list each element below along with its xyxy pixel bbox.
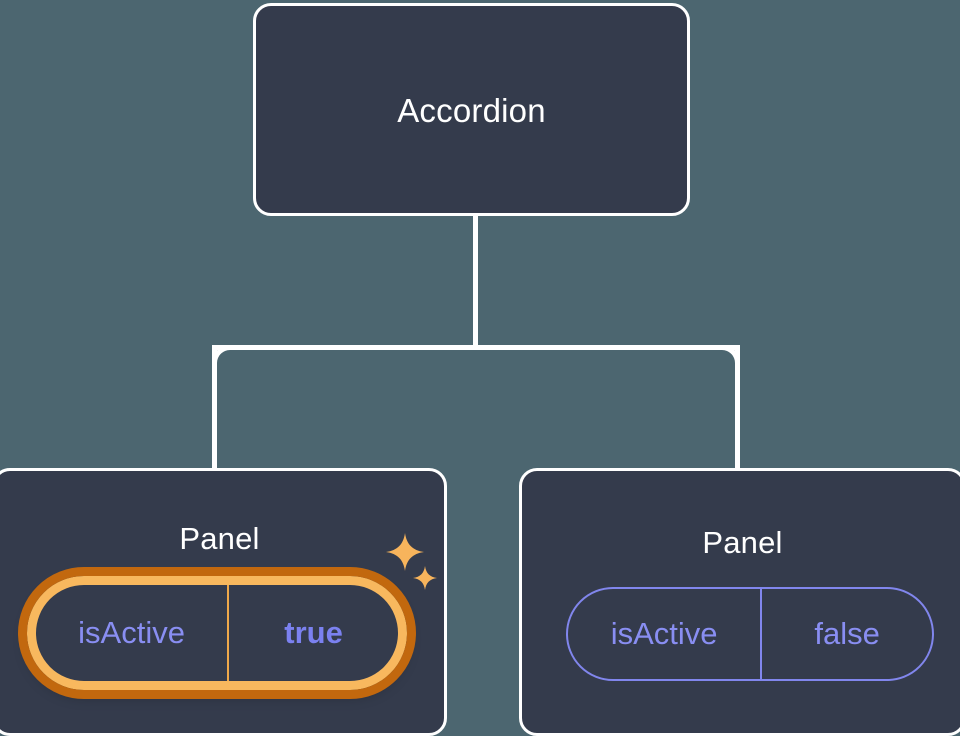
node-accordion-label: Accordion [397,92,546,129]
prop-divider [227,585,230,681]
prop-divider [760,589,763,679]
node-panel-right-label: Panel [702,525,783,560]
prop-pill-isactive-true[interactable]: isActive true [18,567,416,699]
prop-value: true [284,615,343,650]
prop-key: isActive [78,615,185,650]
connector-horizontal-bar [212,345,740,350]
connector-corner-left [212,345,246,379]
node-panel-left-label: Panel [179,521,260,556]
prop-key: isActive [610,616,718,651]
connector-branch-right [735,348,740,470]
prop-value: false [814,616,880,651]
prop-pill-isactive-false[interactable]: isActive false [566,587,934,681]
node-panel-right[interactable]: Panel isActive false [519,468,960,736]
node-accordion[interactable]: Accordion [253,3,690,216]
node-panel-left[interactable]: Panel isActive true [0,468,447,736]
connector-branch-left [212,348,217,470]
connector-root-vertical [473,214,478,348]
